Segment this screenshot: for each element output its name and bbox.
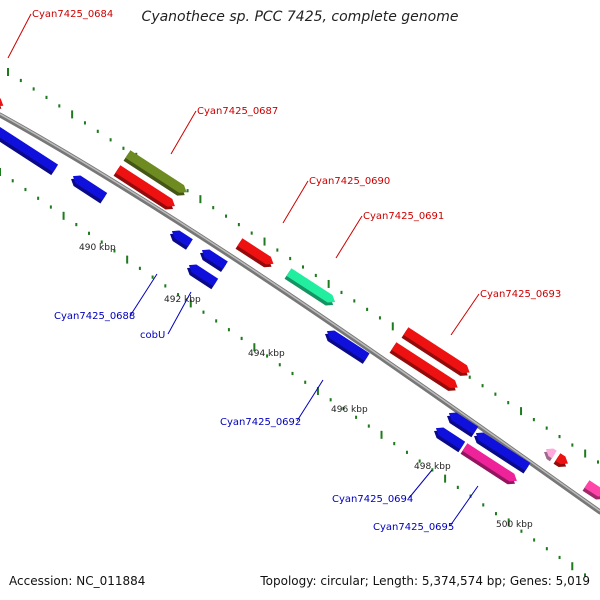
gene-arrow [71,175,108,204]
kbp-label: 492 kbp [164,295,201,305]
gene-arrow-face [403,327,470,373]
leader-line [282,180,309,224]
gene-arrow [325,330,370,364]
gene-arrow-face [125,150,187,193]
leader-line [449,485,479,527]
gene-arrow [187,264,219,290]
gene-arrow-face [435,427,466,450]
gene-label[interactable]: Cyan7425_0693 [480,289,561,300]
gene-arrow-face [171,230,193,247]
gene-label[interactable]: Cyan7425_0691 [363,211,444,222]
leader-line [167,291,192,335]
gene-arrow-face [0,93,4,107]
gene-label[interactable]: Cyan7425_0695 [373,522,454,533]
gene-arrow-face [462,443,517,482]
map-title: Cyanothece sp. PCC 7425, complete genome [141,9,459,25]
inner-tick-track [0,168,586,577]
gene-arrow [200,249,228,273]
gene-arrow [284,268,336,306]
kbp-label: 494 kbp [248,349,285,359]
gene-arrow-face [237,238,274,265]
gene-arrow [389,342,458,391]
kbp-label: 498 kbp [414,462,451,472]
gene-label[interactable]: cobU [140,330,165,341]
leader-line [7,13,32,59]
leader-line [170,110,197,155]
gene-arrow [582,480,600,500]
gene-arrow-face [188,264,219,287]
gene-arrow [0,126,59,176]
kbp-label: 500 kbp [496,520,533,530]
gene-arrow [235,238,274,268]
label-leader-lines [7,13,480,527]
genome-backbone-highlight [0,113,600,512]
gene-arrow [170,230,193,250]
gene-arrow-face [72,175,108,201]
kbp-label: 496 kbp [331,405,368,415]
topology-text: Topology: circular; Length: 5,374,574 bp… [260,574,590,588]
gene-arrow [0,93,4,110]
gene-arrow [474,432,531,474]
gene-label[interactable]: Cyan7425_0688 [54,311,135,322]
gene-arrow-face [201,249,228,270]
leader-line [408,469,433,499]
gene-arrow-face [0,126,59,173]
gene-arrow [460,443,517,485]
gene-arrow [544,448,557,462]
gene-arrow [447,412,479,438]
gene-arrow-face [555,453,568,465]
genome-backbone [0,112,600,515]
gene-arrow-face [475,432,531,471]
outer-tick-track [7,68,599,464]
gene-arrow-face [545,448,557,459]
leader-line [335,215,363,259]
gene-arrow [123,150,187,196]
gene-arrow-face [115,165,175,207]
gene-features [0,93,600,500]
gene-arrow [553,453,568,468]
gene-label[interactable]: Cyan7425_0687 [197,106,278,117]
gene-label[interactable]: Cyan7425_0684 [32,9,113,20]
gene-arrow-face [448,412,479,435]
leader-line [450,293,480,336]
gene-arrow-face [326,330,370,361]
kbp-label: 490 kbp [79,243,116,253]
gene-arrow [434,427,466,453]
gene-arrow [113,165,175,210]
gene-arrow-face [286,268,336,303]
gene-label[interactable]: Cyan7425_0694 [332,494,413,505]
gene-arrow-face [391,342,458,388]
gene-arrow [401,327,470,376]
leader-line [129,273,158,317]
leader-line [296,379,324,422]
gene-label[interactable]: Cyan7425_0692 [220,417,301,428]
accession-text: Accession: NC_011884 [9,574,146,588]
gene-label[interactable]: Cyan7425_0690 [309,176,390,187]
gene-arrow-face [584,480,600,497]
